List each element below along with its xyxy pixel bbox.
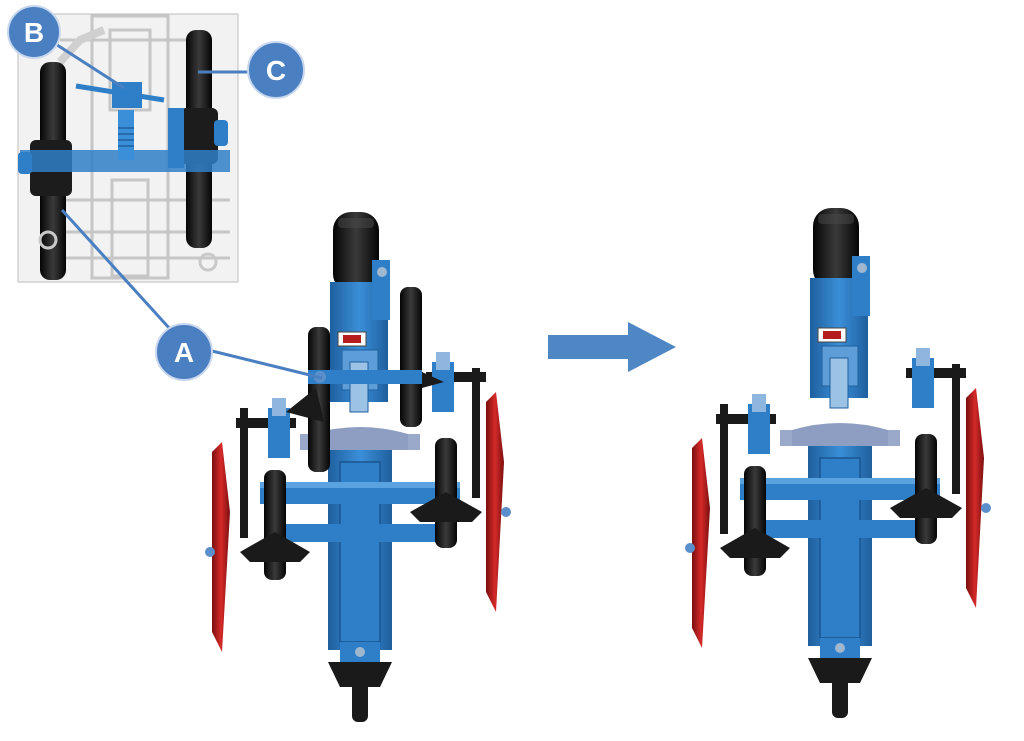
callout-c: C [247, 41, 305, 99]
gauge-wheel-left [308, 327, 330, 472]
callout-a: A [155, 323, 213, 381]
callout-b: B [7, 5, 61, 59]
row-unit-before [204, 211, 512, 723]
right-arrow-icon [548, 322, 676, 372]
detail-inset [17, 13, 239, 283]
row-unit-after [684, 207, 992, 719]
gauge-wheel-right [400, 287, 422, 427]
svg-text:A: A [174, 337, 194, 368]
svg-text:B: B [24, 17, 44, 48]
svg-text:C: C [266, 55, 286, 86]
